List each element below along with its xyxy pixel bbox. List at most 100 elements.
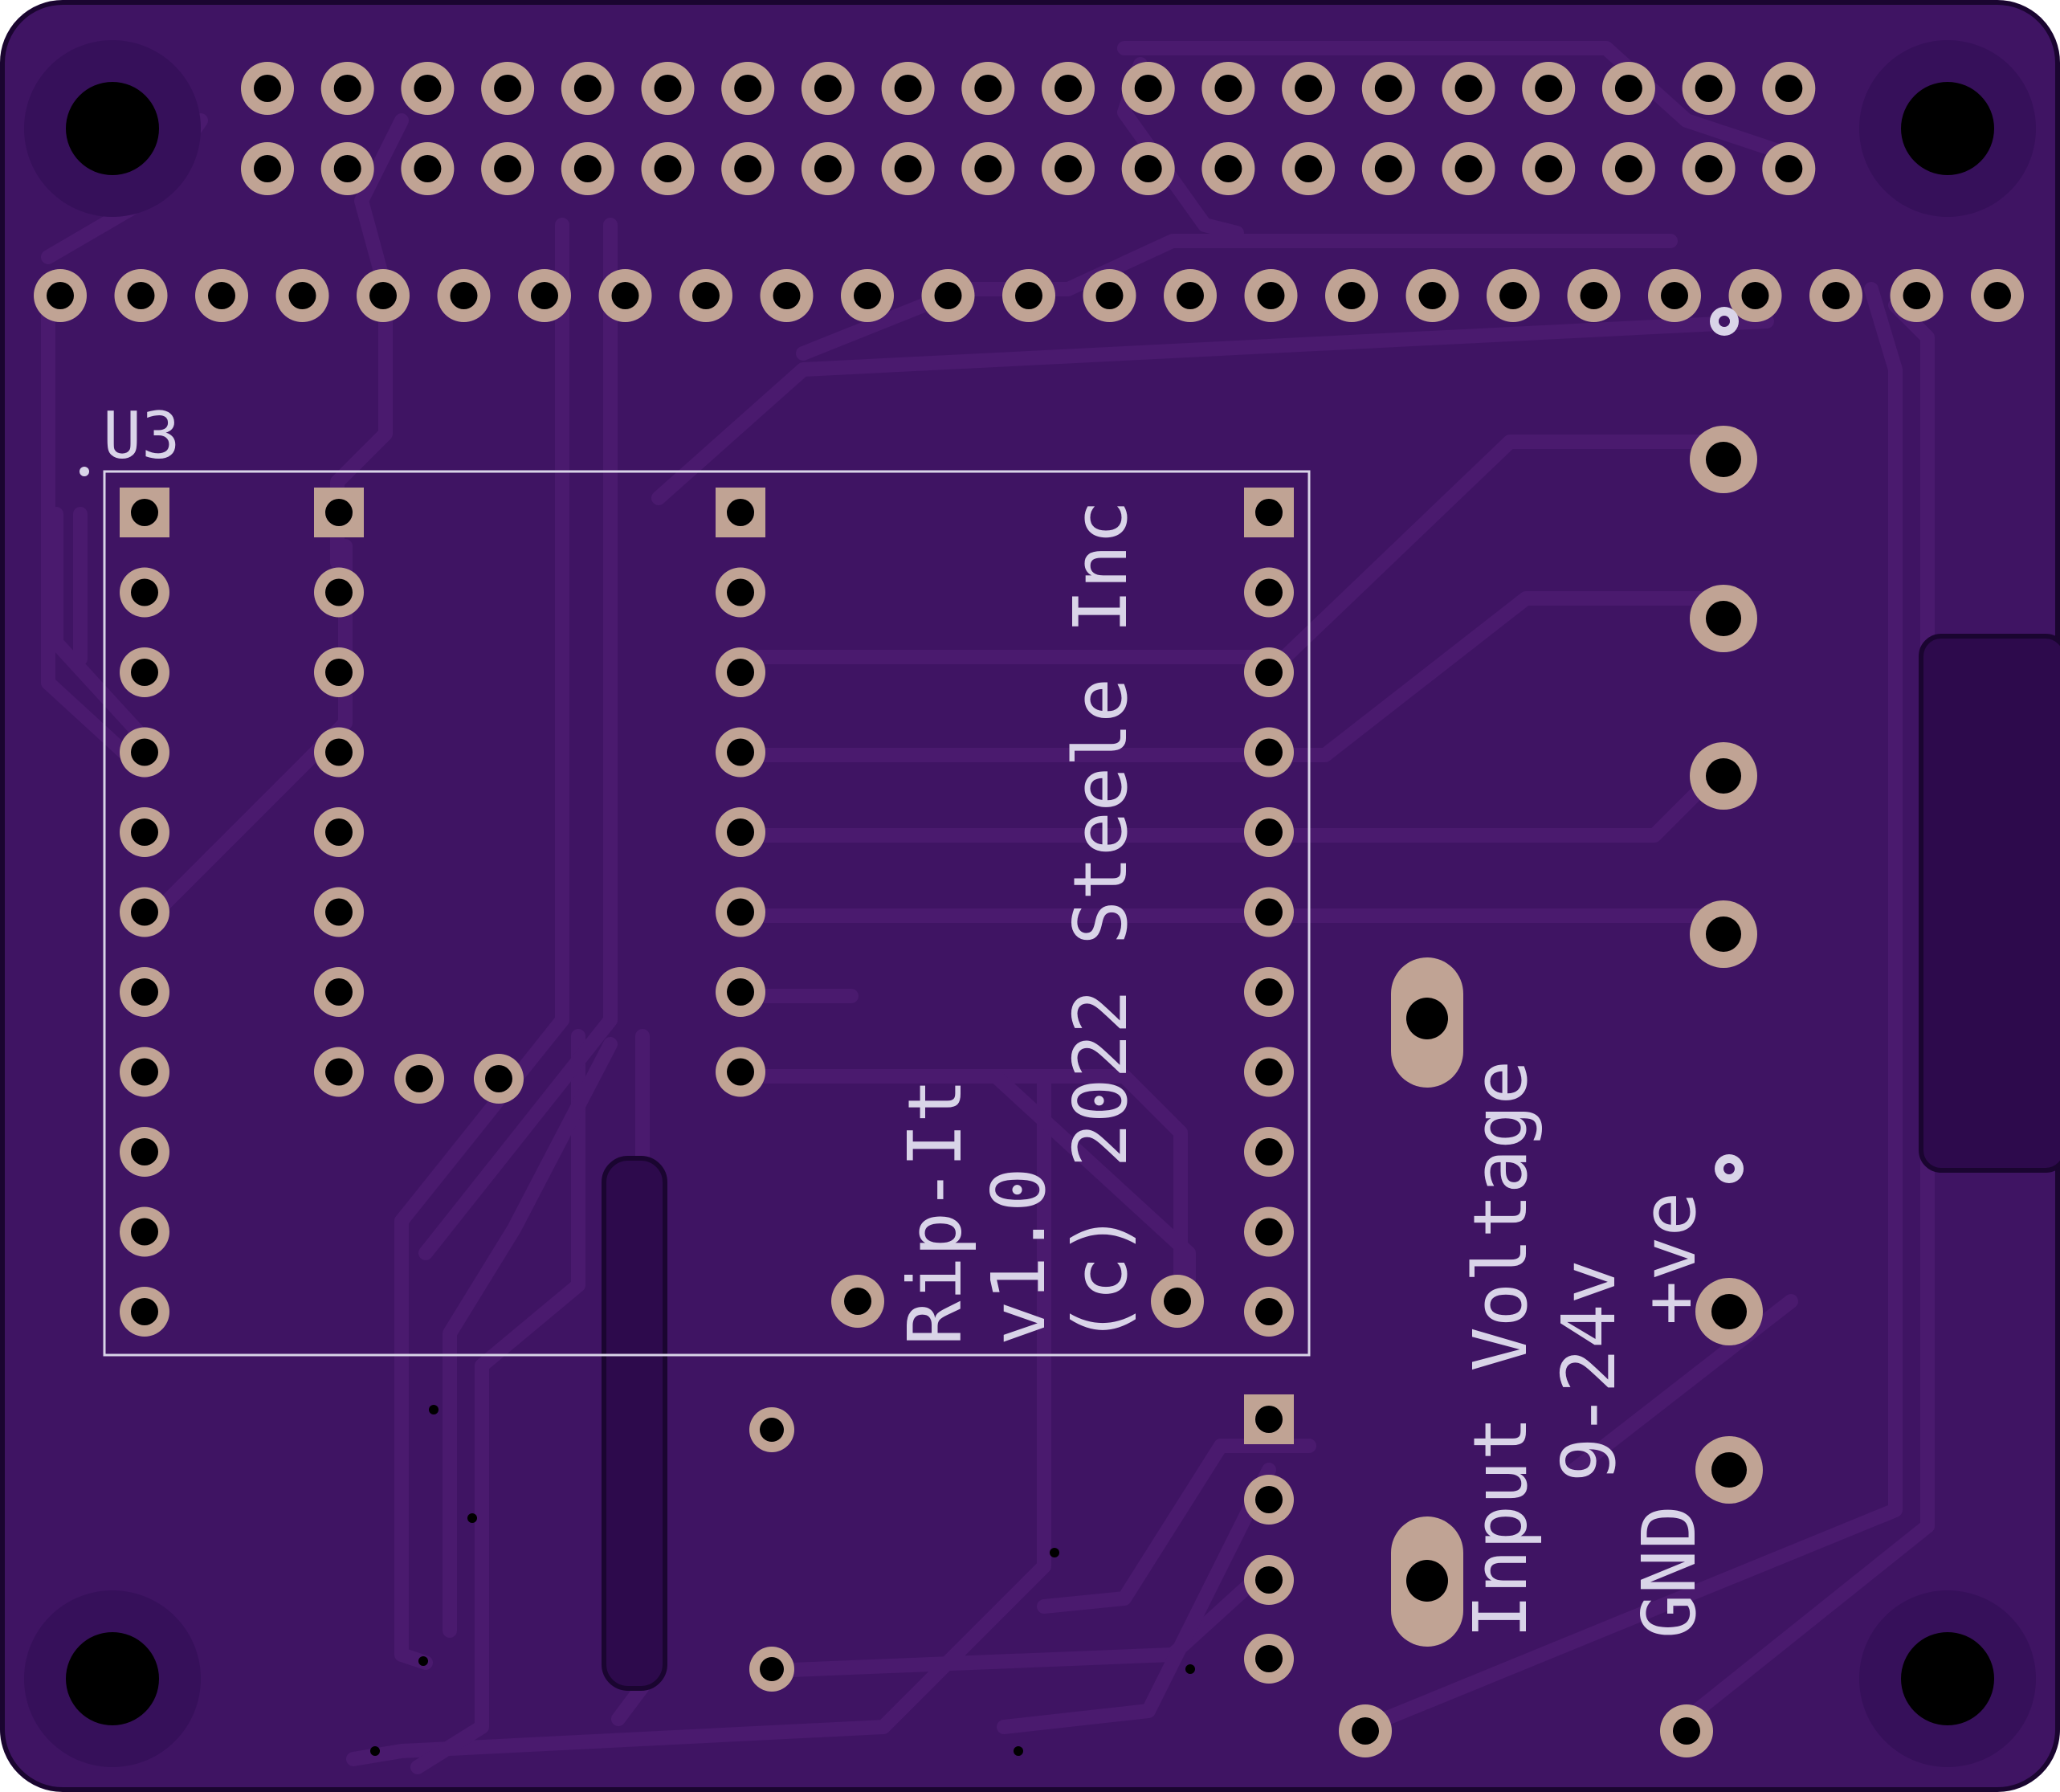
pad-hole	[1255, 578, 1283, 606]
pad-hole	[131, 818, 158, 846]
copyright-label: (c) 2022 Steele Inc	[1058, 500, 1144, 1345]
pad-hole	[894, 75, 922, 102]
pad-hole	[1177, 282, 1204, 309]
ground-label: GND	[1626, 1505, 1712, 1639]
pad-hole	[734, 75, 762, 102]
pad-hole	[692, 282, 720, 309]
pad-hole	[1054, 75, 1082, 102]
pad-hole	[727, 898, 754, 926]
version-label: v1.0	[976, 1167, 1062, 1345]
pad-hole	[1580, 282, 1608, 309]
pad-hole	[727, 1058, 754, 1086]
pad-hole	[333, 155, 361, 182]
pad-hole	[1255, 1058, 1283, 1086]
pad-hole	[854, 282, 881, 309]
pad-hole	[325, 978, 353, 1006]
pad-hole	[1706, 758, 1741, 794]
pad-hole	[1499, 282, 1527, 309]
pad-hole	[1822, 282, 1850, 309]
pad-hole	[131, 659, 158, 686]
pad-hole	[1711, 1294, 1747, 1329]
pad-hole	[1255, 1486, 1283, 1513]
pad-hole	[131, 738, 158, 766]
pad-hole	[333, 75, 361, 102]
pad-hole	[1134, 75, 1162, 102]
pad-hole	[844, 1288, 871, 1315]
pad-hole	[1255, 1566, 1283, 1594]
pad-hole	[1535, 75, 1563, 102]
pad-hole	[494, 155, 522, 182]
pad-hole	[1255, 499, 1283, 526]
pad-hole	[131, 578, 158, 606]
pad-hole	[1454, 75, 1483, 102]
pad-hole	[654, 75, 682, 102]
pad-hole	[131, 499, 158, 526]
pad-hole	[254, 155, 281, 182]
pad-hole	[1706, 601, 1741, 636]
pad-hole	[1775, 75, 1803, 102]
pad-hole	[254, 75, 281, 102]
pad-hole	[1295, 155, 1323, 182]
pad-hole	[1134, 155, 1162, 182]
pad-hole	[450, 282, 478, 309]
pad-hole	[1706, 442, 1741, 477]
pad-hole	[131, 1218, 158, 1246]
pad-hole	[369, 282, 397, 309]
pad-hole	[1661, 282, 1688, 309]
pad-hole	[1984, 282, 2011, 309]
input-voltage-label: Input Voltage	[1458, 1060, 1544, 1639]
pad-hole	[1255, 738, 1283, 766]
pad-hole	[1255, 1645, 1283, 1672]
pad-hole	[974, 155, 1002, 182]
pad-hole	[1095, 282, 1124, 309]
vias	[370, 1405, 1195, 1756]
pad-hole	[325, 898, 353, 926]
pad-hole	[727, 499, 754, 526]
pad-hole	[1711, 1452, 1747, 1488]
pad-hole	[1338, 282, 1365, 309]
pad-hole	[325, 578, 353, 606]
pad-hole	[727, 578, 754, 606]
pad-hole	[1741, 282, 1769, 309]
u3-outline	[103, 470, 1311, 1357]
pad-hole	[325, 818, 353, 846]
pad-hole	[814, 155, 842, 182]
pad-hole	[611, 282, 639, 309]
oval-pads	[1391, 957, 1463, 1647]
pad-hole	[131, 1298, 158, 1325]
pad-hole	[127, 282, 155, 309]
component-ref: U3	[103, 398, 180, 473]
pad-hole	[1418, 282, 1446, 309]
pad-hole	[131, 898, 158, 926]
pad-hole	[1673, 1717, 1700, 1745]
pad-hole	[47, 282, 74, 309]
pad-hole	[974, 75, 1002, 102]
pad-hole	[1535, 155, 1563, 182]
pad-hole	[325, 659, 353, 686]
pad-hole	[1214, 155, 1242, 182]
pad-hole	[1775, 155, 1803, 182]
pad-hole	[814, 75, 842, 102]
pad-hole	[1255, 1406, 1283, 1433]
pad-hole	[1903, 282, 1931, 309]
pad-hole	[1257, 282, 1285, 309]
pad-hole	[773, 282, 801, 309]
pad-hole	[1255, 659, 1283, 686]
pad-hole	[208, 282, 235, 309]
pad-hole	[727, 818, 754, 846]
positive-label: +ve	[1626, 1192, 1712, 1325]
pad-hole	[131, 978, 158, 1006]
pad-hole	[734, 155, 762, 182]
pad-hole	[1164, 1288, 1191, 1315]
pad-hole	[414, 75, 442, 102]
pad-hole	[573, 155, 602, 182]
pad-hole	[1255, 898, 1283, 926]
pad-hole	[1255, 818, 1283, 846]
pad-hole	[1054, 155, 1082, 182]
pad-hole	[573, 75, 602, 102]
edge-cutout	[1919, 634, 2060, 1173]
pad-hole	[131, 1138, 158, 1165]
voltage-range-label: 9-24v	[1546, 1259, 1632, 1482]
pad-hole	[760, 1657, 784, 1681]
